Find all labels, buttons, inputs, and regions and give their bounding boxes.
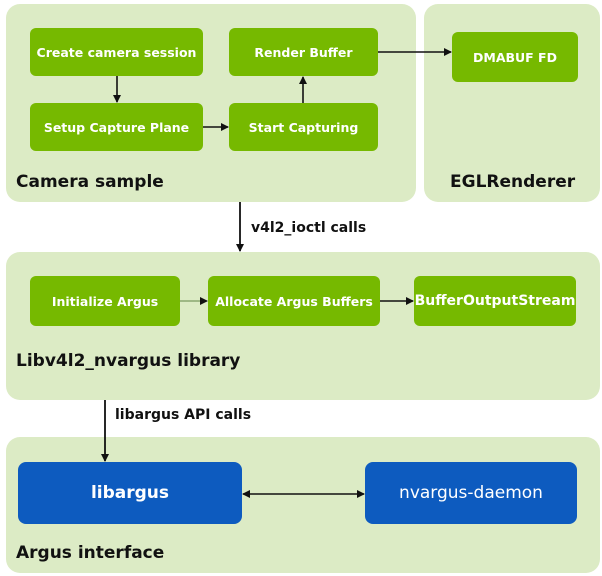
v4l2-ioctl-calls-label: v4l2_ioctl calls	[251, 220, 367, 236]
libargus-box: libargus	[18, 462, 242, 524]
render-buffer-box: Render Buffer	[229, 28, 378, 76]
argus-interface-label: Argus interface	[16, 543, 165, 563]
start-capturing-box: Start Capturing	[229, 103, 378, 151]
libargus-api-calls-label: libargus API calls	[115, 407, 252, 423]
camera-sample-label: Camera sample	[16, 172, 164, 192]
nvargus-daemon-box: nvargus-daemon	[365, 462, 577, 524]
allocate-argus-buffers-box: Allocate Argus Buffers	[208, 276, 380, 326]
egl-renderer-label: EGLRenderer	[450, 172, 576, 192]
buffer-output-stream-box: BufferOutputStream	[414, 276, 576, 326]
libv4l2-label: Libv4l2_nvargus library	[16, 351, 241, 371]
setup-capture-plane-box: Setup Capture Plane	[30, 103, 203, 151]
create-camera-session-box: Create camera session	[30, 28, 203, 76]
dmabuf-fd-box: DMABUF FD	[452, 32, 578, 82]
initialize-argus-box: Initialize Argus	[30, 276, 180, 326]
libv4l2-panel	[6, 252, 600, 400]
